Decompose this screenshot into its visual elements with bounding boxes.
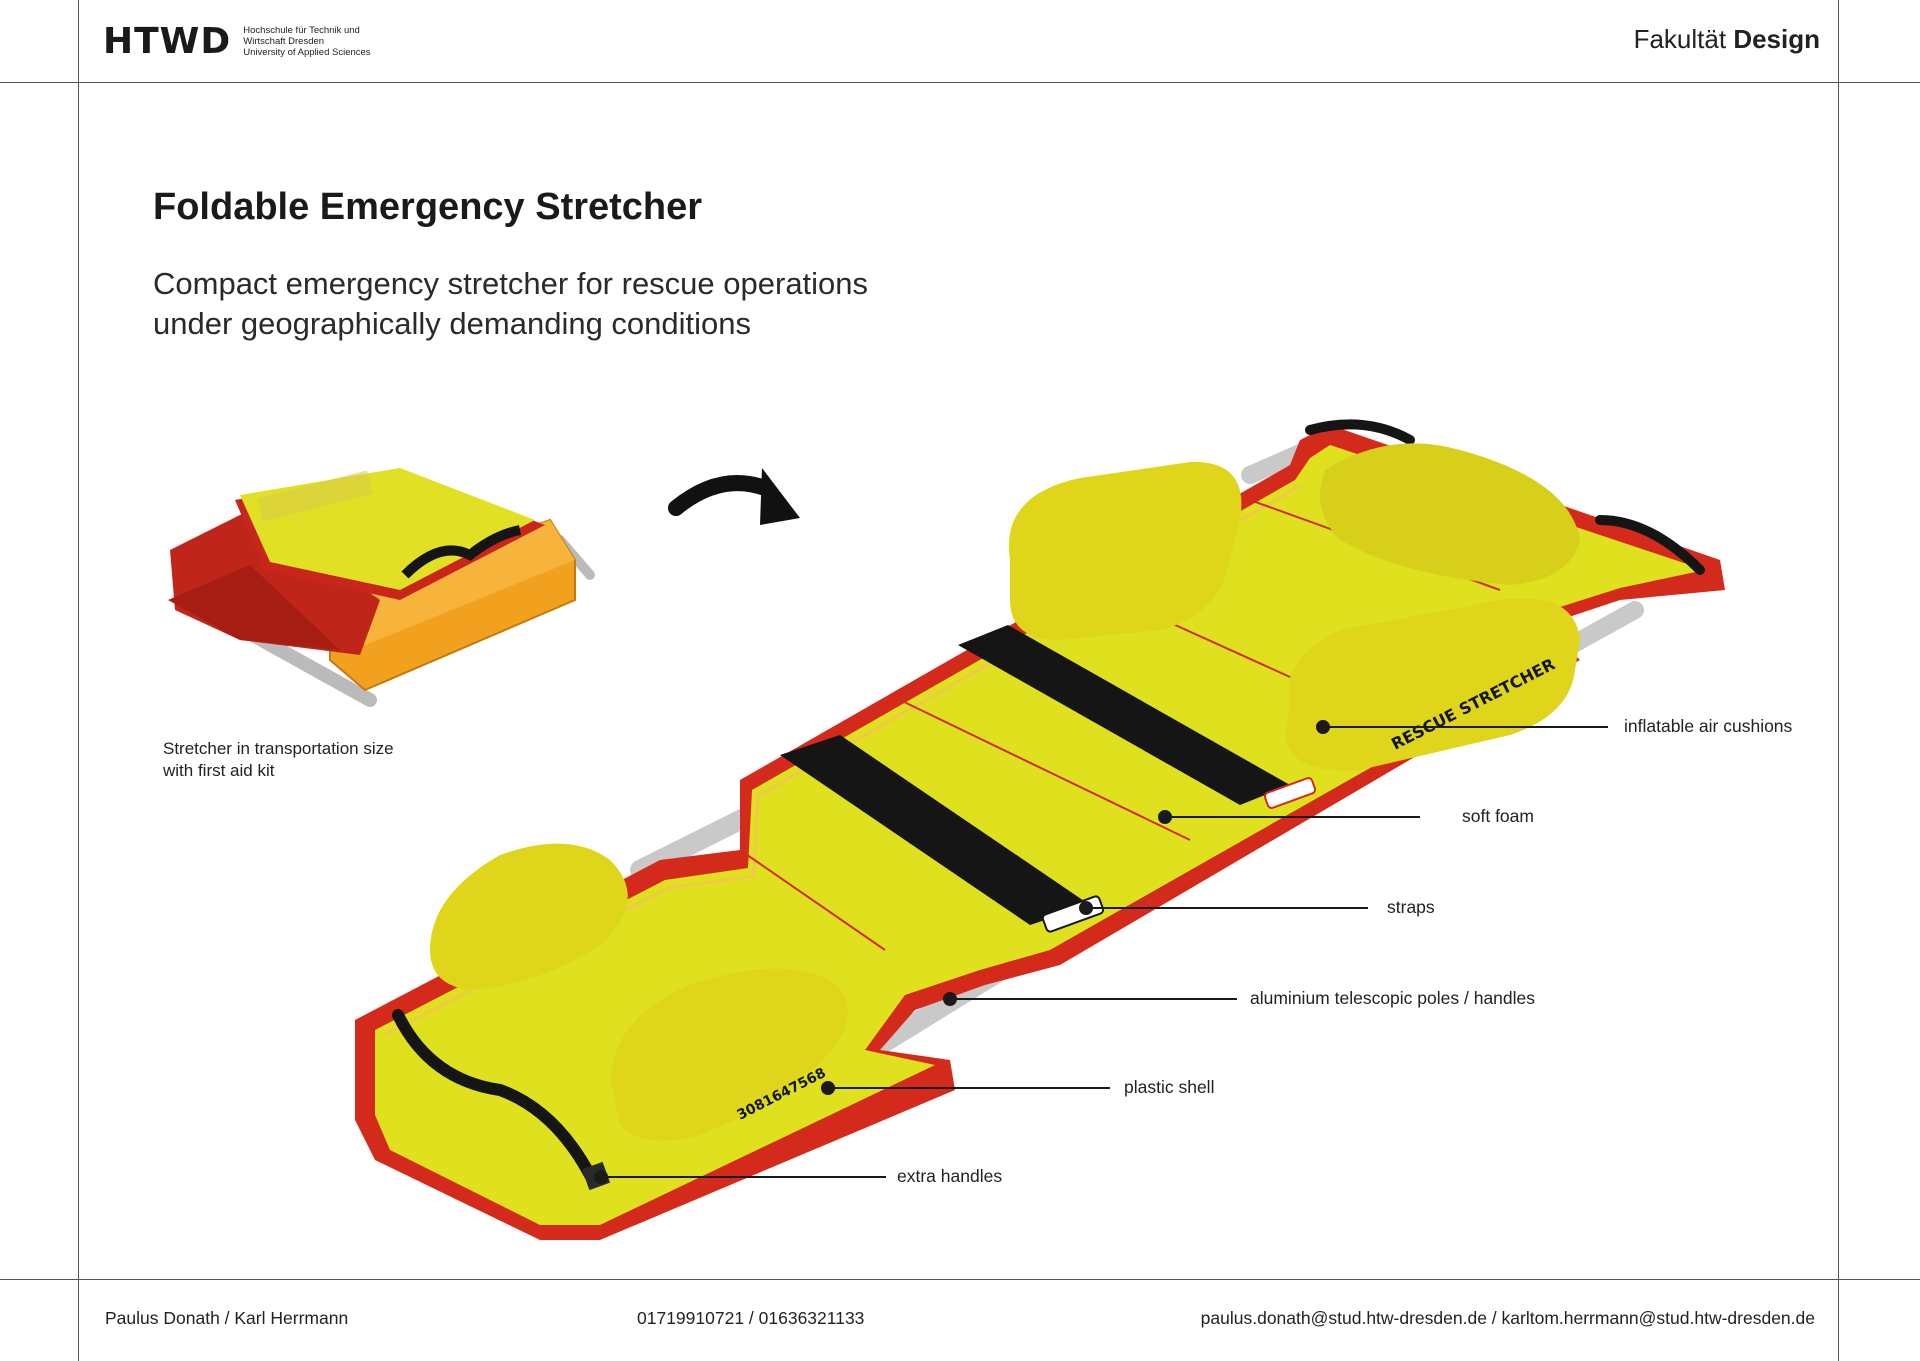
label-soft-foam: soft foam (1462, 806, 1534, 826)
subtitle-line: Compact emergency stretcher for rescue o… (153, 266, 869, 301)
header-divider (0, 82, 1920, 83)
right-border (1838, 0, 1839, 1361)
logo-mark: HTWD (103, 20, 232, 62)
logo-line: University of Applied Sciences (243, 46, 371, 58)
faculty-title: Fakultät Design (1634, 24, 1820, 55)
caption-line: Stretcher in transportation size (163, 739, 394, 758)
caption-line: with first aid kit (163, 761, 275, 780)
logo-line: Hochschule für Technik und (243, 24, 360, 36)
left-border (78, 0, 79, 1361)
page-title: Foldable Emergency Stretcher (153, 186, 703, 228)
label-shell: plastic shell (1124, 1077, 1215, 1097)
footer-divider (0, 1279, 1920, 1280)
folded-stretcher (168, 468, 595, 707)
unfold-arrow-icon (668, 468, 800, 525)
folded-caption: Stretcher in transportation size with fi… (163, 738, 394, 782)
subtitle-line: under geographically demanding condition… (153, 306, 752, 341)
label-extra-handles: extra handles (897, 1166, 1003, 1186)
faculty-name: Design (1733, 24, 1820, 54)
faculty-prefix: Fakultät (1633, 24, 1727, 54)
htwd-logo: HTWD Hochschule für Technik und Wirtscha… (103, 20, 371, 62)
callout-leaders (594, 720, 1608, 1184)
logo-text: Hochschule für Technik und Wirtschaft Dr… (243, 25, 370, 58)
page-subtitle: Compact emergency stretcher for rescue o… (153, 264, 973, 344)
label-air-cushions: inflatable air cushions (1624, 716, 1793, 736)
logo-line: Wirtschaft Dresden (243, 35, 325, 47)
unfolded-stretcher: RESCUE STRETCHER 3081647568 (355, 419, 1725, 1240)
label-poles: aluminium telescopic poles / handles (1250, 988, 1536, 1008)
footer-phones: 01719910721 / 01636321133 (637, 1308, 865, 1328)
footer-emails: paulus.donath@stud.htw-dresden.de / karl… (1200, 1308, 1815, 1328)
label-straps: straps (1387, 897, 1435, 917)
footer-names: Paulus Donath / Karl Herrmann (105, 1308, 349, 1328)
